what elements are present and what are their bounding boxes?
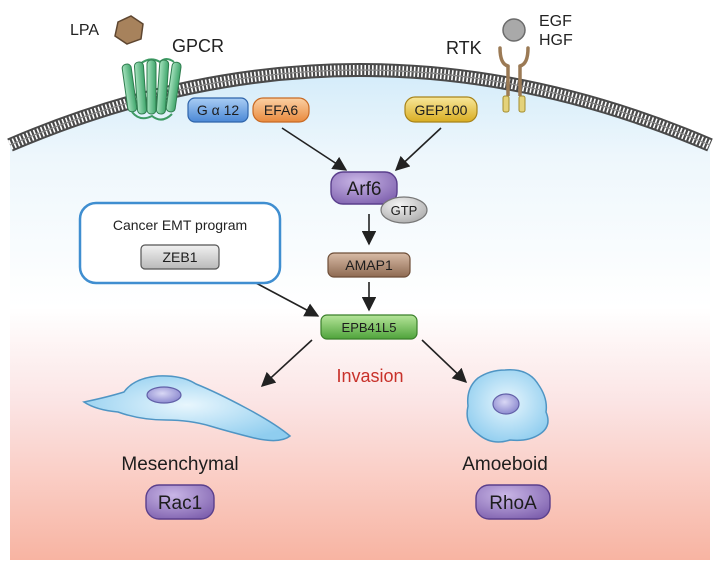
gpcr-receptor: GPCR [121, 36, 224, 121]
zeb1-label: ZEB1 [162, 249, 197, 265]
efa6-node: EFA6 [252, 97, 310, 123]
rtk-icon [498, 46, 530, 113]
arrow-to-mesenchymal [260, 339, 313, 387]
amap1-label: AMAP1 [345, 257, 393, 273]
amoeboid-label: Amoeboid [462, 454, 548, 475]
rhoa-node: RhoA [475, 484, 551, 520]
amoeboid-nucleus [492, 393, 520, 415]
arf6-label: Arf6 [347, 179, 382, 200]
rac1-node: Rac1 [145, 484, 215, 520]
emt-program-box: Cancer EMT program ZEB1 [78, 201, 282, 285]
epb41l5-label: EPB41L5 [342, 320, 397, 335]
rac1-label: Rac1 [158, 493, 202, 514]
egf-label: EGF [539, 13, 572, 30]
gtp-node: GTP [380, 196, 428, 224]
arf6-node: Arf6 [330, 171, 398, 205]
lpa-ligand: LPA [70, 15, 144, 45]
arrow-to-amoeboid [421, 339, 468, 383]
lpa-label: LPA [70, 22, 99, 39]
growth-factor-icon [502, 18, 526, 42]
gep100-node: GEP100 [404, 96, 478, 123]
galpha12-node: G α 12 [187, 97, 249, 123]
zeb1-node: ZEB1 [140, 244, 220, 270]
amoeboid-cell [466, 369, 549, 443]
cell-membrane [7, 63, 713, 152]
hgf-label: HGF [539, 32, 573, 49]
gtp-label: GTP [391, 203, 418, 218]
amap1-node: AMAP1 [327, 252, 411, 278]
mesenchymal-nucleus [146, 386, 182, 404]
mesenchymal-cell [82, 375, 292, 442]
galpha12-label: G α 12 [197, 102, 240, 118]
arrow-gep100-to-arf6 [394, 127, 442, 171]
egf-hgf-ligand: EGF HGF [502, 13, 573, 49]
gpcr-label: GPCR [172, 36, 224, 56]
invasion-label: Invasion [336, 366, 403, 386]
mesenchymal-label: Mesenchymal [121, 454, 238, 475]
efa6-label: EFA6 [264, 102, 298, 118]
gpcr-helices-icon [121, 58, 182, 121]
emt-box-title: Cancer EMT program [113, 217, 247, 233]
rtk-label: RTK [446, 38, 482, 58]
epb41l5-node: EPB41L5 [320, 314, 418, 340]
gep100-label: GEP100 [415, 102, 468, 118]
arrow-efa6-to-arf6 [281, 127, 348, 171]
rhoa-label: RhoA [489, 493, 537, 514]
rtk-receptor: RTK [446, 38, 530, 113]
